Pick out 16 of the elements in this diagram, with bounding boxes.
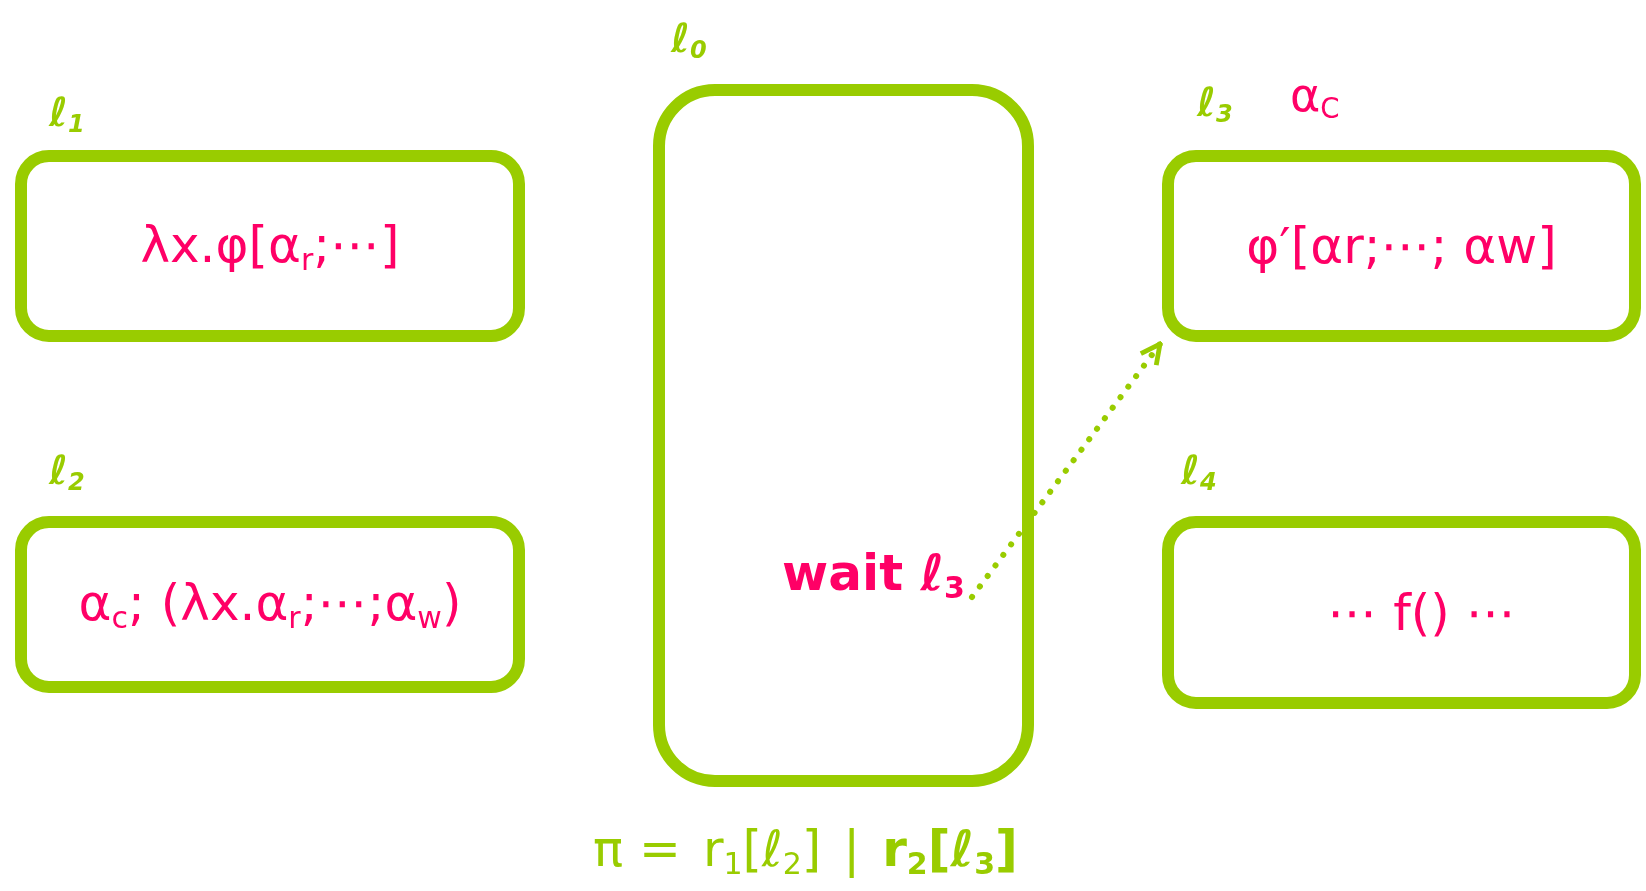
formula-text: λx.φ[α$_{r}$;⋯] [140, 214, 400, 278]
formula-text: wait ℓ$_{3}$ [782, 542, 965, 605]
formula-text: ⋯ f() ⋯ [1327, 582, 1516, 643]
formula-text: φ′[αr;⋯; αw] [1246, 216, 1557, 276]
annotation-text: α$_{C}$ [1290, 68, 1340, 125]
formula-text: π = [593, 822, 681, 877]
formula-text: r$_{1}$[ℓ$_{2}$] [702, 822, 822, 880]
dotted-arrow [969, 341, 1163, 600]
node-label: ℓ$_{4}$ [1181, 446, 1217, 497]
node-label: ℓ$_{3}$ [1197, 78, 1233, 129]
node-label: ℓ$_{2}$ [49, 446, 85, 497]
node-label: ℓ$_{1}$ [49, 88, 85, 139]
formula-text: r$_{2}$[ℓ$_{3}$] [882, 822, 1018, 880]
formula-text: α$_{c}$; (λx.α$_{r}$;⋯;α$_{w}$) [78, 573, 462, 636]
formula-text: | [843, 822, 861, 877]
node-label: ℓ$_{0}$ [671, 14, 707, 65]
